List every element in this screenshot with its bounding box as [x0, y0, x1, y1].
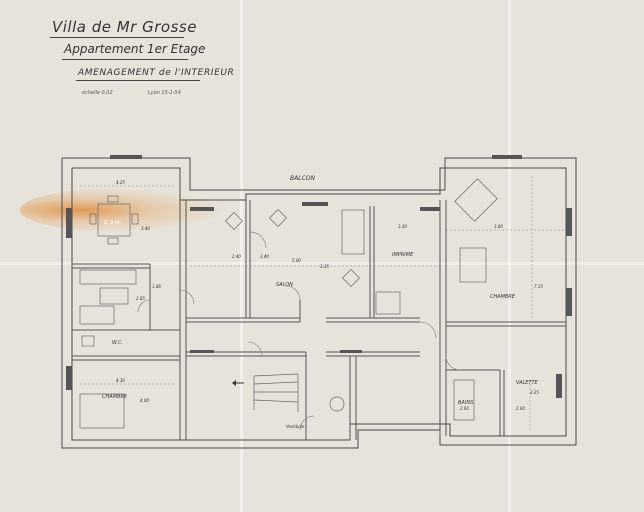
dimension-label: 4.25 — [116, 180, 125, 185]
dimension-lines — [80, 176, 566, 430]
outer-walls — [61, 157, 577, 449]
fold-line — [0, 262, 644, 265]
dimension-label: 2.85 — [136, 296, 145, 301]
title-underline — [62, 59, 188, 60]
fold-line — [508, 0, 511, 512]
room-label-chambre-gauche: CHAMBRE — [102, 394, 128, 400]
window-marks — [66, 155, 572, 398]
dimension-label: 4.30 — [116, 378, 125, 383]
room-label-wc: W.C. — [112, 340, 123, 346]
fold-line — [240, 0, 243, 512]
room-label-salle-a-manger: S. à M. — [104, 219, 121, 226]
room-label-valette: VALETTE — [516, 380, 539, 386]
room-labels: BALCON S. à M. SALON CHAMBRE CHAMBRE W.C… — [102, 175, 539, 429]
interior-walls — [72, 200, 566, 440]
dimension-label: 3.40 — [141, 226, 150, 231]
dimension-label: 1.86 — [152, 284, 161, 289]
title-villa: Villa de Mr Grosse — [52, 18, 197, 36]
door-swings — [137, 231, 461, 431]
scale-note: échelle 0,02 — [82, 90, 113, 96]
arrow-marker — [232, 380, 244, 386]
dimension-label: 3.60 — [494, 224, 503, 229]
date-note: Lyon 15-1-54 — [148, 90, 181, 96]
room-label-balcon: BALCON — [290, 175, 315, 182]
dimension-label: 5.00 — [292, 258, 301, 263]
dimension-label: 2.60 — [460, 406, 469, 411]
annotation-vestibule: Vestibule — [286, 424, 305, 429]
dimension-label: 3.20 — [398, 224, 407, 229]
title-underline — [76, 80, 200, 81]
rust-stain — [20, 188, 220, 232]
dimension-label: 3.25 — [530, 390, 539, 395]
title-appartement: Appartement 1er Etage — [64, 42, 206, 56]
room-label-salon: SALON — [276, 282, 293, 288]
dimension-label: 4.00 — [140, 398, 149, 403]
dimension-label: 7.15 — [534, 284, 543, 289]
dimension-label: 2.60 — [516, 406, 525, 411]
room-label-chambre-droite: CHAMBRE — [490, 294, 516, 300]
title-underline — [50, 37, 184, 38]
dimension-label: 2.40 — [232, 254, 241, 259]
dimension-label: 3.40 — [260, 254, 269, 259]
room-label-bains: BAINS — [458, 400, 474, 406]
dimension-labels: 4.25 3.40 5.00 3.35 3.20 3.60 7.15 4.30 … — [116, 180, 543, 411]
title-amenagement: AMENAGEMENT de l'INTERIEUR — [78, 68, 235, 78]
room-label-imprime: IMPRIME — [392, 252, 414, 258]
dimension-label: 3.35 — [320, 264, 329, 269]
fixtures — [79, 178, 498, 429]
